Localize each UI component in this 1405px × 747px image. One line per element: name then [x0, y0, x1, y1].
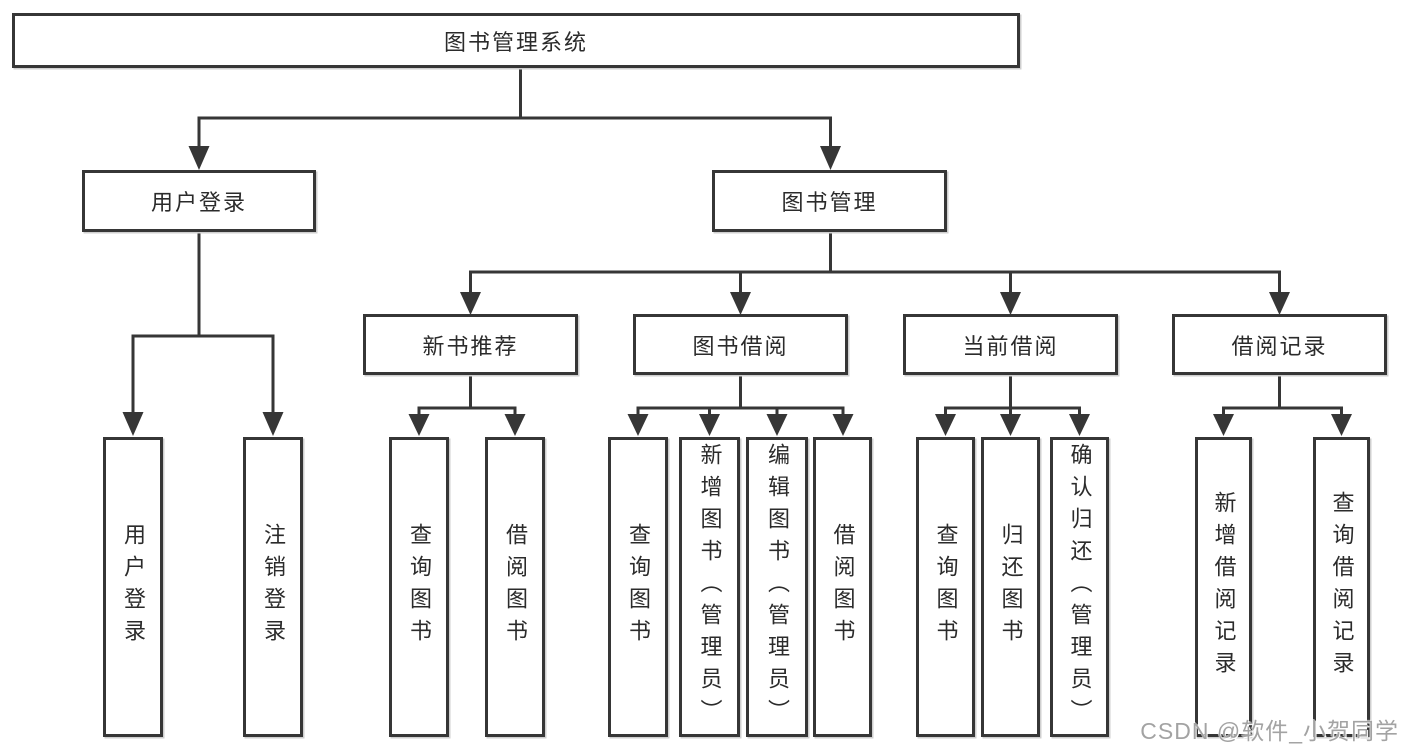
- leaf-records-add-record: 新增借阅记录: [1195, 437, 1252, 737]
- node-book-management: 图书管理: [712, 170, 947, 232]
- node-current-borrowing: 当前借阅: [903, 314, 1118, 375]
- leaf-current-confirm-return-admin: 确认归还（管理员）: [1050, 437, 1109, 737]
- leaf-borrowing-borrow-books: 借阅图书: [813, 437, 872, 737]
- leaf-records-query-record: 查询借阅记录: [1313, 437, 1370, 737]
- leaf-borrowing-add-books-admin: 新增图书（管理员）: [679, 437, 740, 737]
- leaf-borrowing-query-books: 查询图书: [608, 437, 668, 737]
- leaf-borrowing-edit-books-admin: 编辑图书（管理员）: [746, 437, 808, 737]
- node-library-management-system: 图书管理系统: [12, 13, 1020, 68]
- node-book-borrowing: 图书借阅: [633, 314, 848, 375]
- leaf-current-return-books: 归还图书: [981, 437, 1040, 737]
- leaf-recommend-query-books: 查询图书: [389, 437, 449, 737]
- leaf-logout: 注销登录: [243, 437, 303, 737]
- csdn-watermark: CSDN @软件_小贺同学: [1140, 718, 1399, 744]
- leaf-recommend-borrow-books: 借阅图书: [485, 437, 545, 737]
- leaf-user-login: 用户登录: [103, 437, 163, 737]
- node-user-login: 用户登录: [82, 170, 316, 232]
- node-borrowing-records: 借阅记录: [1172, 314, 1387, 375]
- node-new-book-recommendation: 新书推荐: [363, 314, 578, 375]
- leaf-current-query-books: 查询图书: [916, 437, 975, 737]
